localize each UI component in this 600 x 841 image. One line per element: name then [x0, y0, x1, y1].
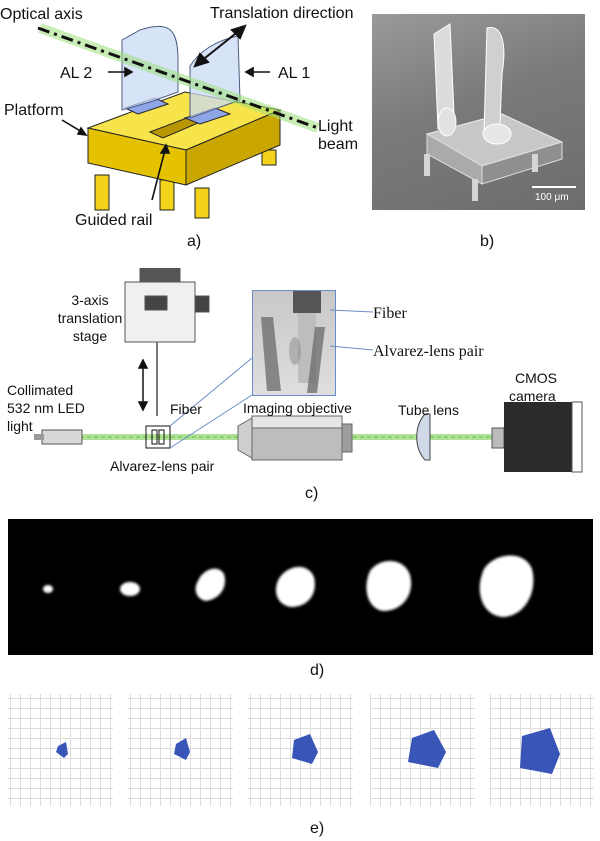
spot-1 — [43, 585, 53, 593]
tube-lens — [416, 413, 431, 461]
al1-label: AL 1 — [278, 65, 311, 82]
camera-label-line1: CMOS — [515, 370, 557, 386]
panel-b-letter: b) — [480, 233, 495, 250]
imaging-objective-label: Imaging objective — [243, 400, 352, 416]
panel-c-setup — [34, 268, 583, 473]
tube-lens-label: Tube lens — [398, 402, 459, 418]
light-beam-label-line2: beam — [318, 136, 359, 153]
panel-c-letter: c) — [305, 485, 319, 502]
spot-6 — [479, 555, 534, 617]
guided-rail-label: Guided rail — [75, 212, 153, 229]
panel-a-illustration — [37, 23, 320, 219]
fiber-label: Fiber — [170, 401, 202, 417]
sem-structure — [424, 23, 576, 201]
optical-axis-label: Optical axis — [0, 6, 83, 23]
led-source — [34, 429, 83, 445]
blue-spot-1 — [56, 742, 68, 758]
source-label-line3: light — [7, 418, 33, 434]
stage-label-line1: 3-axis — [71, 292, 109, 308]
spot-image-strip — [8, 519, 593, 655]
light-beam-label-line1: Light — [318, 118, 353, 135]
stage-motion-arrow — [137, 358, 149, 412]
blue-spot-4 — [408, 730, 446, 768]
alvarez-inset-image — [252, 290, 336, 396]
camera-label-line2: camera — [509, 388, 556, 404]
stage-label-line3: stage — [72, 328, 108, 344]
inset-alvarez-label: Alvarez-lens pair — [373, 343, 484, 360]
source-label-line1: Collimated — [7, 382, 74, 398]
panel-d-letter: d) — [310, 662, 325, 679]
platform-legs — [94, 149, 277, 219]
blue-spot-5 — [520, 728, 560, 774]
sem-scale-label: 100 μm — [535, 192, 569, 203]
al2-label: AL 2 — [60, 65, 93, 82]
sem-image — [372, 14, 585, 210]
platform-label: Platform — [4, 102, 64, 119]
imaging-objective — [237, 415, 353, 461]
spot-3 — [195, 568, 226, 601]
source-label-line2: 532 nm LED — [7, 400, 85, 416]
panel-a-letter: a) — [187, 233, 202, 250]
translation-arrow — [193, 24, 247, 68]
alvarez-lens-box — [145, 425, 171, 449]
panel-e-letter: e) — [310, 820, 325, 837]
cmos-camera — [491, 401, 583, 473]
spot-5 — [366, 560, 412, 611]
alvarez-pair-label: Alvarez-lens pair — [110, 458, 215, 474]
translation-stage — [124, 268, 210, 416]
translation-direction-label: Translation direction — [210, 5, 354, 22]
inset-fiber-label: Fiber — [373, 305, 407, 322]
blue-spot-3 — [292, 734, 318, 764]
spot-4 — [275, 566, 315, 607]
spot-2 — [120, 582, 140, 596]
blue-spot-2 — [174, 738, 190, 760]
simulated-spots — [8, 694, 594, 806]
stage-label-line2: translation — [57, 310, 123, 326]
